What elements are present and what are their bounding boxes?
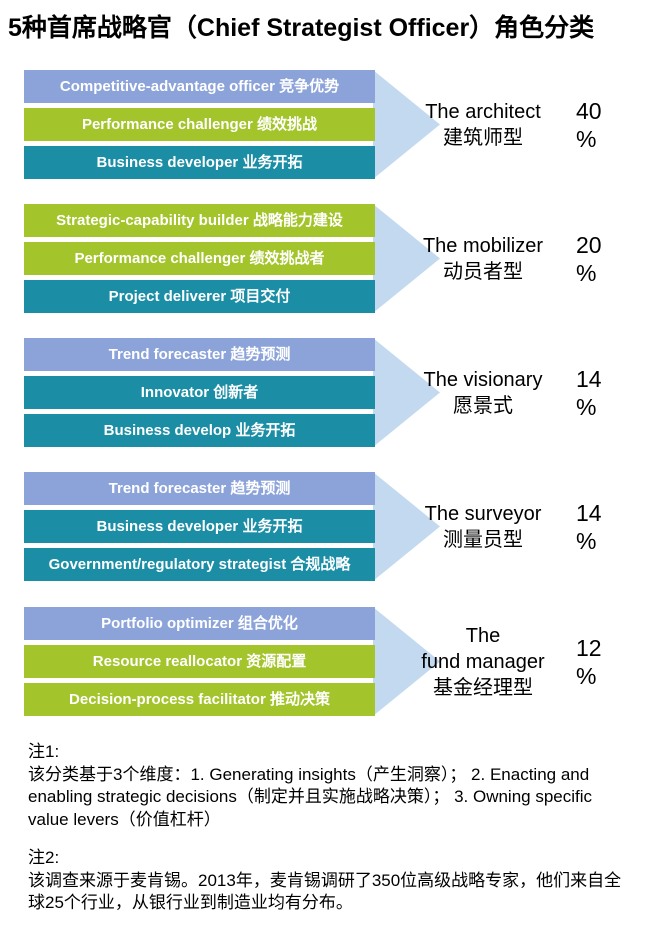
role-name-zh: 基金经理型 xyxy=(433,676,533,699)
role-name-en: The surveyor xyxy=(424,502,542,525)
capability-bars: Trend forecaster 趋势预测 Business developer… xyxy=(24,472,375,581)
capability-bar-label: Strategic-capability builder 战略能力建设 xyxy=(56,211,343,229)
percentage-sign: % xyxy=(576,527,597,554)
capability-bar: Strategic-capability builder 战略能力建设 xyxy=(24,204,375,237)
percentage-value: 20 xyxy=(576,231,602,258)
capability-bar: Portfolio optimizer 组合优化 xyxy=(24,607,375,640)
footnote-2: 注2: 该调查来源于麦肯锡。2013年，麦肯锡调研了350位高级战略专家，他们来… xyxy=(28,847,628,915)
footnote-2-label: 注2: xyxy=(28,848,60,867)
capability-bar: Competitive-advantage officer 竞争优势 xyxy=(24,70,375,103)
capability-bar-label: Performance challenger 绩效挑战 xyxy=(81,115,318,133)
role-label: The fund manager 基金经理型 xyxy=(406,607,560,716)
capability-bar: Business developer 业务开拓 xyxy=(24,510,375,543)
role-group-architect: Competitive-advantage officer 竞争优势 Perfo… xyxy=(24,70,644,179)
footnote-1-label: 注1: xyxy=(28,742,60,761)
capability-bar: Business develop 业务开拓 xyxy=(24,414,375,447)
capability-bar: Resource reallocator 资源配置 xyxy=(24,645,375,678)
role-group-fund-manager: Portfolio optimizer 组合优化 Resource reallo… xyxy=(24,607,644,716)
capability-bar-label: Business developer 业务开拓 xyxy=(96,153,303,171)
role-name-en: The mobilizer xyxy=(422,234,544,257)
role-label: The visionary 愿景式 xyxy=(406,338,560,447)
capability-bars: Strategic-capability builder 战略能力建设 Perf… xyxy=(24,204,375,313)
role-name-en: The architect xyxy=(425,100,541,123)
percentage-sign: % xyxy=(576,393,597,420)
capability-bar: Project deliverer 项目交付 xyxy=(24,280,375,313)
percentage-label: 20 % xyxy=(576,204,636,313)
capability-bar-label: Competitive-advantage officer 竞争优势 xyxy=(59,77,340,95)
capability-bar: Trend forecaster 趋势预测 xyxy=(24,338,375,371)
capability-bar-label: Portfolio optimizer 组合优化 xyxy=(101,614,298,632)
percentage-value: 14 xyxy=(576,499,602,526)
capability-bar: Trend forecaster 趋势预测 xyxy=(24,472,375,505)
capability-bars: Competitive-advantage officer 竞争优势 Perfo… xyxy=(24,70,375,179)
page-title: 5种首席战略官（Chief Strategist Officer）角色分类 xyxy=(8,14,595,42)
role-group-surveyor: Trend forecaster 趋势预测 Business developer… xyxy=(24,472,644,581)
capability-bar: Innovator 创新者 xyxy=(24,376,375,409)
percentage-sign: % xyxy=(576,259,597,286)
role-name-en: The xyxy=(465,624,501,647)
capability-bars: Portfolio optimizer 组合优化 Resource reallo… xyxy=(24,607,375,716)
footnote-2-text: 该调查来源于麦肯锡。2013年，麦肯锡调研了350位高级战略专家，他们来自全球2… xyxy=(28,870,622,913)
percentage-label: 14 % xyxy=(576,338,636,447)
capability-bar-label: Innovator 创新者 xyxy=(140,383,259,401)
capability-bar: Business developer 业务开拓 xyxy=(24,146,375,179)
capability-bar-label: Project deliverer 项目交付 xyxy=(108,287,291,305)
capability-bar-label: Trend forecaster 趋势预测 xyxy=(108,345,291,363)
footnote-1: 注1: 该分类基于3个维度：1. Generating insights（产生洞… xyxy=(28,741,628,831)
capability-bar-label: Business developer 业务开拓 xyxy=(96,517,303,535)
percentage-value: 40 xyxy=(576,97,602,124)
role-label: The mobilizer 动员者型 xyxy=(406,204,560,313)
capability-bar: Performance challenger 绩效挑战者 xyxy=(24,242,375,275)
capability-bar-label: Decision-process facilitator 推动决策 xyxy=(69,690,330,708)
role-name-zh: 愿景式 xyxy=(453,394,513,417)
role-label: The architect 建筑师型 xyxy=(406,70,560,179)
capability-bars: Trend forecaster 趋势预测 Innovator 创新者 Busi… xyxy=(24,338,375,447)
footnote-1-text: 该分类基于3个维度：1. Generating insights（产生洞察）； … xyxy=(28,764,593,829)
percentage-value: 12 xyxy=(576,634,602,661)
percentage-sign: % xyxy=(576,662,597,689)
role-group-mobilizer: Strategic-capability builder 战略能力建设 Perf… xyxy=(24,204,644,313)
role-name-zh: 测量员型 xyxy=(443,528,523,551)
capability-bar: Performance challenger 绩效挑战 xyxy=(24,108,375,141)
role-label: The surveyor 测量员型 xyxy=(406,472,560,581)
capability-bar: Decision-process facilitator 推动决策 xyxy=(24,683,375,716)
role-name-zh: 建筑师型 xyxy=(443,126,523,149)
role-name-en: The visionary xyxy=(423,368,543,391)
percentage-label: 14 % xyxy=(576,472,636,581)
role-group-visionary: Trend forecaster 趋势预测 Innovator 创新者 Busi… xyxy=(24,338,644,447)
capability-bar: Government/regulatory strategist 合规战略 xyxy=(24,548,375,581)
percentage-sign: % xyxy=(576,125,597,152)
capability-bar-label: Business develop 业务开拓 xyxy=(103,421,296,439)
capability-bar-label: Resource reallocator 资源配置 xyxy=(92,652,307,670)
capability-bar-label: Government/regulatory strategist 合规战略 xyxy=(48,555,351,573)
percentage-label: 12 % xyxy=(576,607,636,716)
percentage-value: 14 xyxy=(576,365,602,392)
percentage-label: 40 % xyxy=(576,70,636,179)
capability-bar-label: Performance challenger 绩效挑战者 xyxy=(74,249,325,267)
role-name-en: fund manager xyxy=(421,650,545,673)
role-name-zh: 动员者型 xyxy=(443,260,523,283)
capability-bar-label: Trend forecaster 趋势预测 xyxy=(108,479,291,497)
